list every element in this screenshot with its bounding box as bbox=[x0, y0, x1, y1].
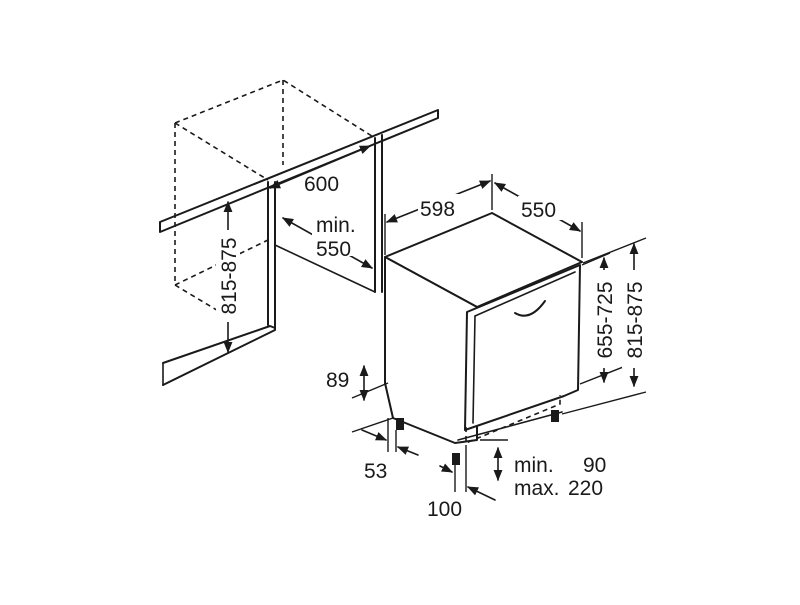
dishwasher-body bbox=[384, 212, 583, 465]
niche-height-dimension: 815-875 bbox=[216, 200, 241, 354]
appliance-height-label: 815-875 bbox=[624, 281, 647, 358]
niche-width-dimension: 600 bbox=[268, 145, 372, 196]
plinth-height-dimension: 89 bbox=[326, 364, 369, 402]
plinth-max-label: max. bbox=[514, 477, 560, 500]
plinth-height-label: 89 bbox=[326, 369, 349, 392]
niche-height-label: 815-875 bbox=[218, 237, 241, 314]
foot-offset-dimension: 53 bbox=[361, 418, 419, 483]
plinth-height-range-dimension: min. 90 max. 220 bbox=[480, 439, 606, 500]
appliance-depth-dimension: 550 bbox=[494, 182, 581, 232]
niche-depth-dimension: min. 550 bbox=[282, 212, 373, 269]
plinth-depth-label: 100 bbox=[427, 498, 462, 521]
foot-offset-label: 53 bbox=[364, 460, 387, 483]
appliance-width-dimension: 598 bbox=[385, 180, 492, 223]
niche-depth-value: 550 bbox=[316, 238, 351, 261]
plinth-max-value: 220 bbox=[568, 477, 603, 500]
niche-depth-min-label: min. bbox=[316, 214, 356, 237]
appliance-depth-label: 550 bbox=[521, 199, 556, 222]
appliance-height-dimension: 815-875 bbox=[622, 242, 647, 388]
plinth-min-label: min. bbox=[514, 454, 554, 477]
plinth-min-value: 90 bbox=[583, 454, 606, 477]
door-height-dimension: 655-725 bbox=[592, 256, 617, 384]
appliance-width-label: 598 bbox=[420, 198, 455, 221]
cabinet-niche bbox=[159, 79, 439, 386]
niche-width-label: 600 bbox=[304, 173, 339, 196]
door-height-label: 655-725 bbox=[594, 281, 617, 358]
plinth-depth-dimension: 100 bbox=[427, 445, 496, 521]
